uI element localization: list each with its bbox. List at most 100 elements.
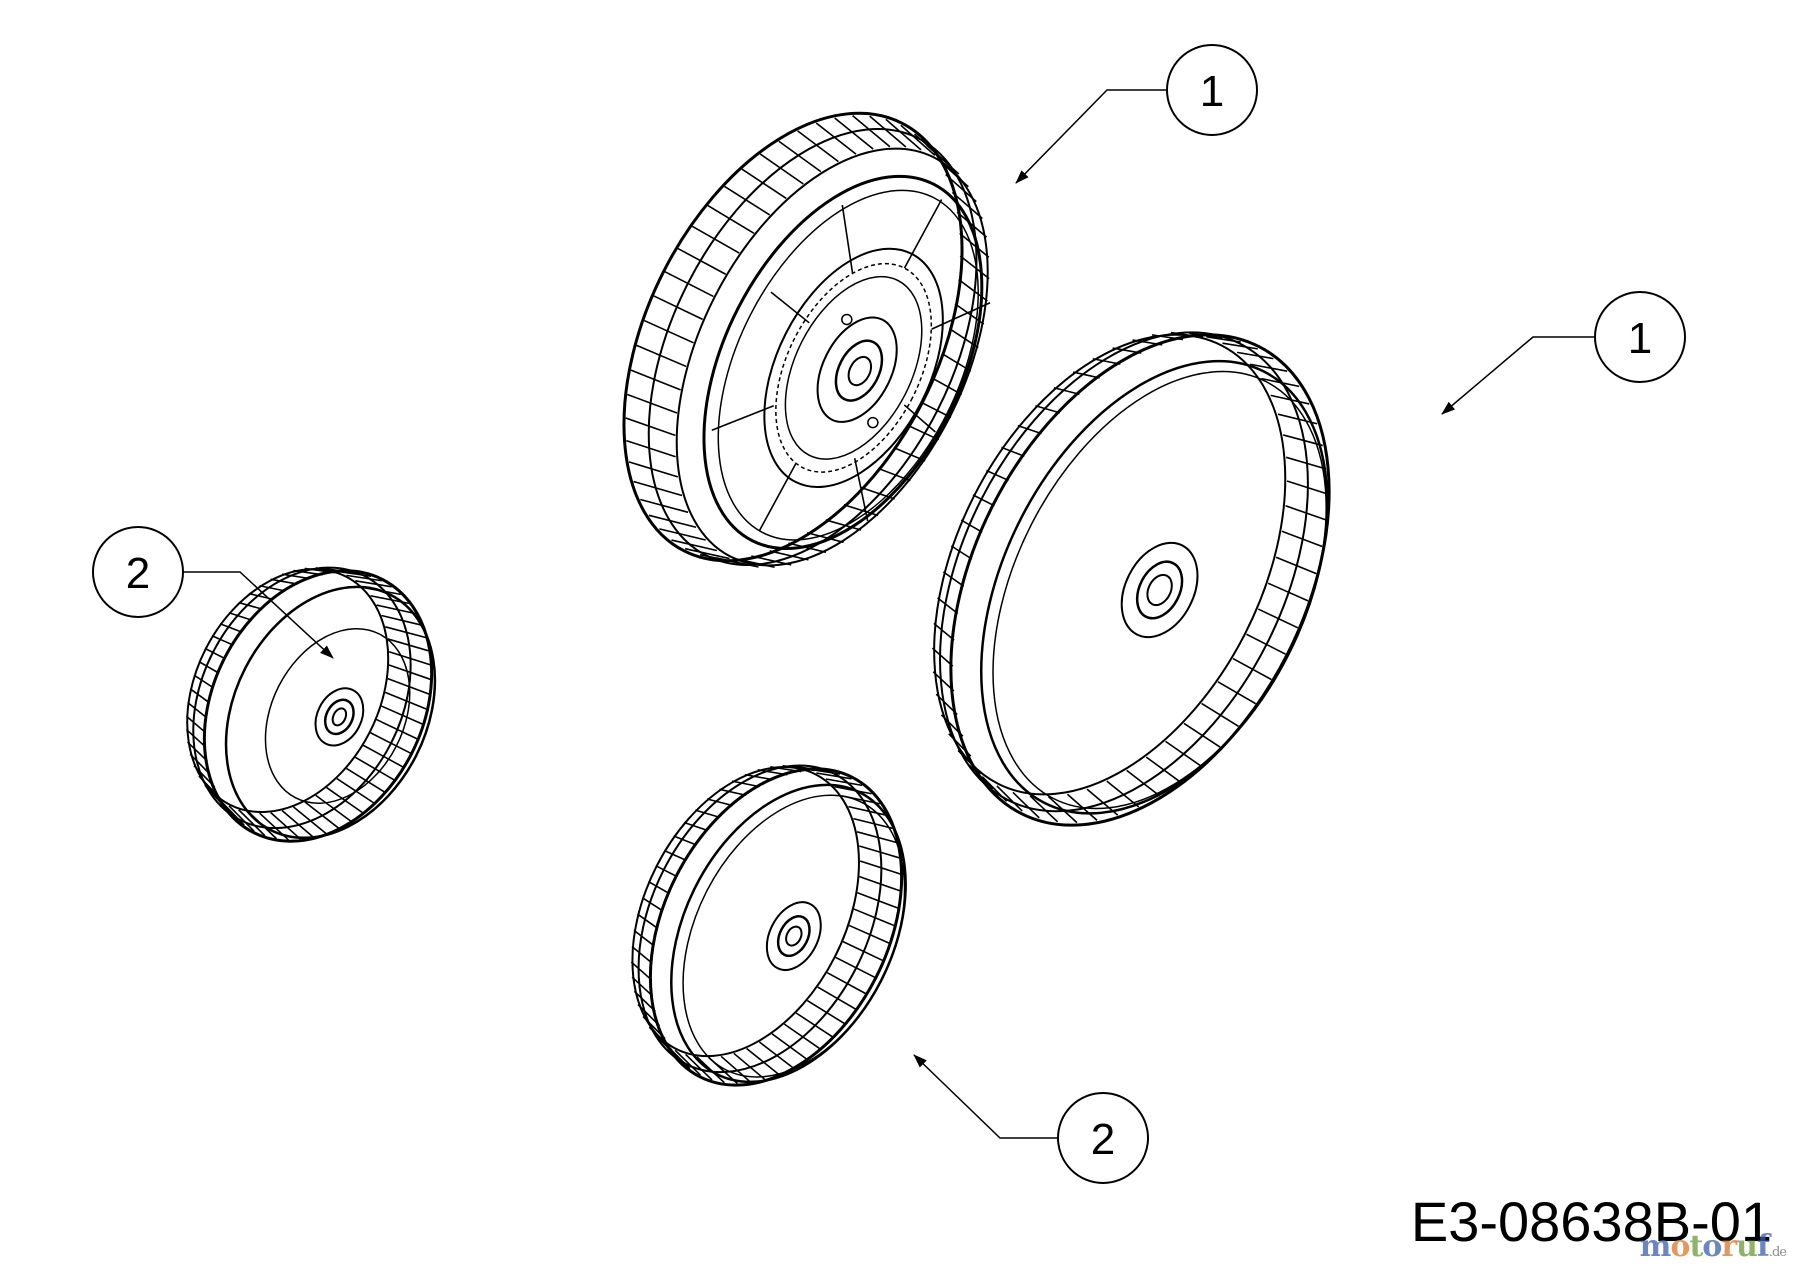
- tread-block-edge: [655, 864, 678, 878]
- tread-block-edge: [724, 185, 771, 216]
- tread-block-edge: [691, 225, 740, 254]
- tread-block-edge: [648, 514, 697, 529]
- tread-block-edge: [259, 584, 286, 592]
- tread-block-edge: [719, 788, 747, 797]
- tread-block-edge: [281, 809, 314, 838]
- tread-block-edge: [304, 567, 336, 574]
- tread-block-edge: [270, 812, 302, 840]
- tread-block-edge: [960, 519, 983, 533]
- tread-block-edge: [956, 211, 988, 238]
- tread-block-edge: [981, 776, 1008, 802]
- tread-block-edge: [627, 393, 678, 414]
- tread-block-edge: [631, 945, 653, 964]
- tread-blocks: [625, 115, 990, 569]
- tread-block-edge: [1285, 456, 1327, 470]
- tread-block-edge: [783, 1023, 820, 1050]
- callout-1-top: 1: [1015, 44, 1258, 184]
- tread-block-edge: [948, 733, 972, 757]
- watermark-letter: t: [1689, 1229, 1703, 1264]
- tread-block-edge: [1012, 791, 1040, 819]
- tread-block-edge: [385, 626, 426, 639]
- tread-block-edge: [741, 168, 787, 200]
- watermark-text: motoruf: [1640, 1229, 1770, 1264]
- tread-block-edge: [656, 1035, 681, 1061]
- callout-label: 1: [1628, 314, 1652, 363]
- tread-block-edge: [1112, 347, 1142, 354]
- tread-block-edge: [1281, 530, 1323, 548]
- tread-block-edge: [1165, 740, 1202, 767]
- tread-block-edge: [1206, 335, 1241, 343]
- tread-block-edge: [825, 519, 862, 531]
- tread-block-edge: [856, 831, 897, 844]
- tread-block-edge: [972, 494, 995, 507]
- tread-block-edge: [945, 173, 977, 203]
- tread-block-edge: [1053, 386, 1080, 396]
- tread-block-edge: [935, 693, 958, 716]
- watermark-logo: motoruf.de: [1640, 1229, 1787, 1264]
- tread-block-edge: [187, 741, 208, 762]
- tread-block-edge: [1286, 480, 1328, 495]
- tread-block-edge: [853, 908, 895, 927]
- tread-block-edge: [381, 705, 423, 725]
- tread-block-edge: [950, 545, 973, 560]
- tread-block-edge: [388, 650, 431, 666]
- tread-block-edge: [720, 1055, 752, 1083]
- watermark-tld: .de: [1768, 1245, 1787, 1260]
- tread-block-edge: [370, 732, 411, 754]
- drive-wheel-hub-side: [622, 111, 991, 569]
- tread-block-edge: [228, 805, 255, 832]
- tread-block-edge: [848, 924, 890, 944]
- tread-block-edge: [1126, 769, 1161, 797]
- tread-block-edge: [683, 821, 708, 832]
- tread-block-edge: [805, 767, 841, 775]
- tread-block-edge: [659, 528, 706, 541]
- tread-block-edge: [1035, 404, 1061, 414]
- tread-block-edge: [648, 1026, 673, 1051]
- tread-block-edge: [733, 557, 775, 569]
- tread-block-edge: [788, 542, 827, 554]
- drive-wheel-outer-side: [931, 331, 1331, 827]
- tread-block-edge: [198, 775, 221, 799]
- tread-block-edge: [795, 1012, 833, 1038]
- tread-block-edge: [381, 614, 422, 626]
- watermark-letter: r: [1721, 1229, 1737, 1264]
- tread-block-edge: [733, 1052, 766, 1080]
- tread-block-edge: [1222, 342, 1258, 350]
- tread-block-edge: [937, 597, 959, 615]
- tread-block-edge: [625, 417, 676, 437]
- tread-block-edge: [1236, 351, 1274, 360]
- tread-block-edge: [387, 677, 430, 695]
- tread-block-edge: [643, 319, 694, 344]
- tread-block-edge: [1217, 681, 1257, 705]
- tread-block-edge: [758, 1041, 793, 1069]
- tread-block-edge: [771, 1033, 807, 1060]
- tread-block-edge: [759, 153, 804, 185]
- tread-block-edge: [806, 532, 844, 544]
- tread-block-edge: [292, 806, 327, 834]
- tread-block-edge: [959, 255, 990, 280]
- tread-block-edge: [932, 671, 955, 692]
- tread-block-edge: [674, 1049, 702, 1076]
- tread-block-edge: [187, 701, 208, 719]
- tread-block-edge: [1285, 505, 1327, 521]
- tread-block-edge: [816, 772, 852, 780]
- tread-block-edge: [744, 773, 774, 781]
- tread-block-edge: [1106, 780, 1140, 808]
- tread-block-edge: [198, 660, 220, 674]
- tread-block-edge: [920, 401, 952, 419]
- tread-block-edge: [1132, 339, 1163, 346]
- tread-block-edge: [869, 115, 907, 148]
- tread-block-edge: [834, 117, 874, 150]
- tread-block-edge: [797, 130, 839, 163]
- tread-block-edge: [806, 999, 845, 1025]
- tread-block-edge: [677, 247, 727, 275]
- front-wheel-bottom: [630, 764, 907, 1087]
- tread-block-edge: [951, 191, 983, 220]
- tread-block-edge: [853, 817, 893, 830]
- tread-block-edge: [757, 769, 788, 776]
- tread-block-edge: [354, 756, 395, 781]
- tread-block-edge: [642, 1015, 666, 1040]
- tread-block-edge: [388, 664, 431, 681]
- front-wheel-left: [185, 566, 437, 843]
